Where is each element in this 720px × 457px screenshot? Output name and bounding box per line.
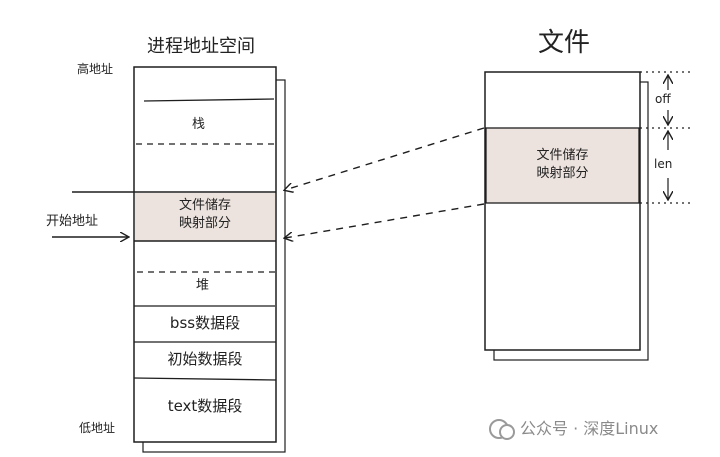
process-space-box [72,66,286,453]
text-segment-label: text数据段 [167,397,243,415]
stack-top-line [143,98,275,102]
start-address-label: 开始地址 [46,214,99,229]
file-title: 文件 [538,28,591,58]
file-box-group [484,71,649,361]
wechat-icon [489,419,515,440]
process-mapping-label-line2: 映射部分 [178,216,231,231]
mapping-arrow-bottom [285,203,485,238]
init-data-segment-label: 初始数据段 [167,350,243,368]
stack-label: 栈 [192,117,206,132]
file-mapping-label-line1: 文件储存 [536,148,589,163]
file-mapping-region [485,127,640,204]
process-mapping-label-line1: 文件储存 [178,198,231,213]
init-data-bottom-line [133,377,277,381]
file-mapping-label-line2: 映射部分 [536,166,589,181]
bss-segment-label: bss数据段 [169,314,241,332]
process-space-title: 进程地址空间 [147,36,255,57]
process-mapping-region [135,193,275,241]
off-label: off [655,92,671,106]
low-address-label: 低地址 [79,421,116,435]
heap-label: 堆 [196,278,210,293]
high-address-label: 高地址 [77,62,114,76]
watermark-text: 公众号 · 深度Linux [520,419,659,438]
mapping-arrow-top [285,127,485,190]
len-label: len [654,157,673,171]
file-box [484,71,641,351]
